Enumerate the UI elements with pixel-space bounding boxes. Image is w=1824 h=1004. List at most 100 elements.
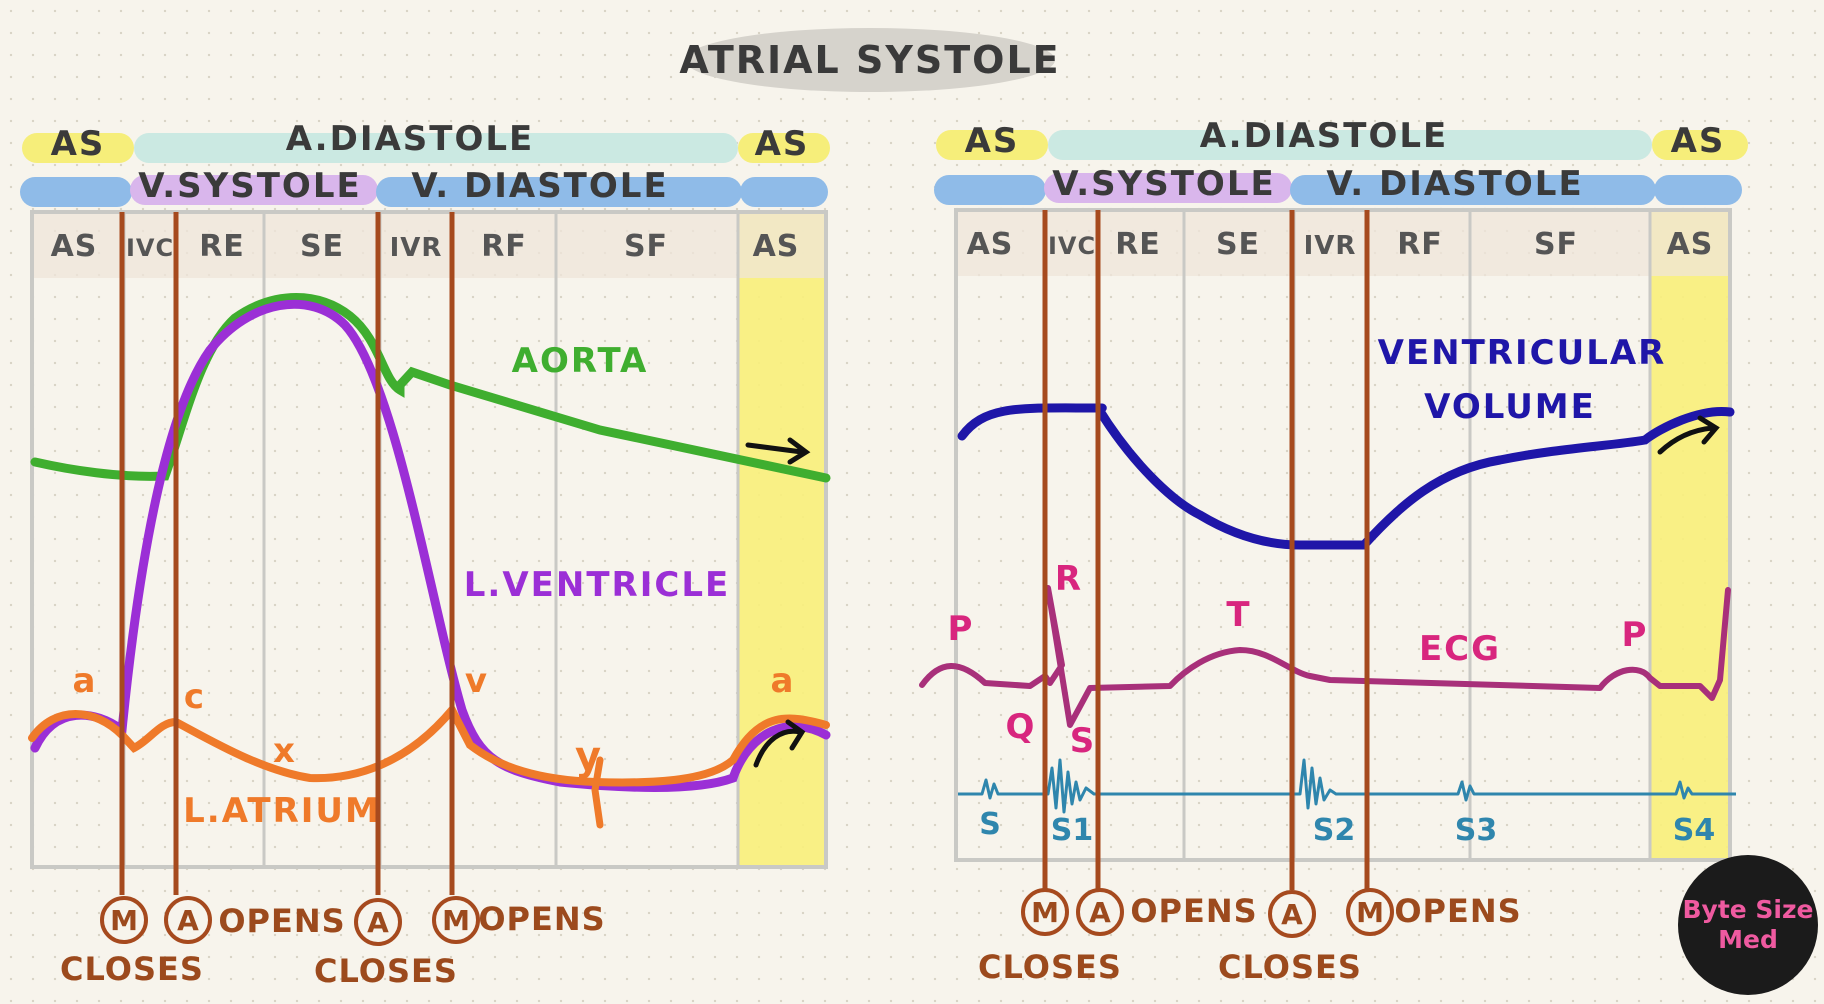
right-col-ivr: IVR [1304, 231, 1357, 261]
left-col-sf: SF [624, 229, 668, 264]
atrial-row-middle-label: A.DIASTOLE [286, 119, 535, 159]
phase-header-row [32, 212, 826, 278]
right-col-ivc: IVC [1048, 232, 1096, 260]
left-mitral-opens-text: OPENS [478, 900, 605, 938]
aorta-label: AORTA [512, 341, 649, 381]
ecg-r-wave-label: R [1055, 559, 1081, 599]
left-aortic-opens-text: OPENS [218, 902, 345, 940]
logo-line1: Byte Size [1682, 895, 1814, 924]
v-band-right [740, 177, 828, 207]
right-aortic-opens-text: OPENS [1130, 892, 1257, 930]
left-grid-dividers [122, 212, 740, 867]
right-valve-circles [1021, 888, 1394, 938]
right-mitral-close-letter: M [1031, 896, 1059, 929]
r-atrial-systole-band-left [936, 130, 1048, 160]
left-col-ivc: IVC [126, 234, 174, 262]
right-col-re: RE [1115, 227, 1161, 262]
r-v-systole-band [1044, 173, 1292, 203]
ventricular-volume-curve [957, 403, 1735, 550]
r-v-diastole-band [1290, 175, 1656, 205]
aorta-pressure-curve [30, 293, 831, 483]
left-aortic-closes-text: CLOSES [314, 952, 458, 990]
logo-line2: Med [1718, 925, 1778, 954]
right-aortic-open-letter: A [1089, 896, 1111, 929]
atrium-wave-y: y [575, 734, 601, 780]
sound-s3-label: S3 [1455, 813, 1497, 848]
left-panel: AS A.DIASTOLE AS V.SYSTOLE V. DIASTOLE A… [20, 119, 831, 990]
v-systole-band [130, 175, 378, 205]
ecg-p-wave-label: P [948, 609, 973, 649]
right-col-as: AS [967, 227, 1014, 262]
v-systole-label: V.SYSTOLE [138, 166, 361, 206]
sound-s-label: S [979, 807, 1001, 842]
left-valve-lines [119, 212, 455, 895]
r-atrial-row-right-label: AS [1671, 121, 1726, 161]
atrial-systole-highlight [738, 212, 828, 867]
right-col-rf: RF [1397, 227, 1443, 262]
ecg-p-wave-end-label: P [1622, 615, 1647, 655]
title-highlight [685, 28, 1055, 92]
ventricle-label: L.VENTRICLE [464, 565, 730, 605]
left-grid-frame [30, 210, 828, 869]
right-col-sf: SF [1534, 227, 1578, 262]
v-diastole-label: V. DIASTOLE [411, 166, 668, 206]
right-mitral-closes-text: CLOSES [978, 948, 1122, 986]
left-col-as-end: AS [753, 229, 800, 264]
atrial-systole-band-right [738, 133, 830, 163]
left-col-se: SE [300, 229, 344, 264]
left-col-as: AS [51, 229, 98, 264]
ventricle-pressure-curve [30, 299, 831, 793]
r-phase-header-row [956, 210, 1730, 276]
left-col-ivr: IVR [390, 233, 443, 263]
r-atrial-row-middle-label: A.DIASTOLE [1200, 116, 1449, 156]
title-group: ATRIAL SYSTOLE [679, 28, 1060, 92]
left-aortic-close-letter: A [367, 906, 389, 939]
left-mitral-closes-text: CLOSES [60, 950, 204, 988]
aorta-arrow-icon [745, 437, 811, 465]
sound-s4-label: S4 [1673, 813, 1715, 848]
atrium-wave-a-start: a [73, 661, 96, 701]
atrium-wave-a-end: a [771, 661, 794, 701]
right-panel: AS A.DIASTOLE AS V.SYSTOLE V. DIASTOLE A… [919, 116, 1748, 986]
left-aortic-open-letter: A [177, 904, 199, 937]
v-band-left [20, 177, 132, 207]
heart-sounds-trace [958, 758, 1736, 814]
atrium-wave-v: v [465, 661, 487, 701]
left-col-re: RE [199, 229, 245, 264]
r-v-systole-label: V.SYSTOLE [1052, 164, 1275, 204]
atrium-wave-x: x [273, 731, 295, 771]
ecg-trace [919, 585, 1731, 728]
left-mitral-close-letter: M [110, 904, 138, 937]
left-mitral-open-letter: M [442, 904, 470, 937]
right-col-se: SE [1216, 227, 1260, 262]
right-mitral-opens-text: OPENS [1394, 892, 1521, 930]
r-v-band-right [1654, 175, 1742, 205]
atrium-pressure-curve [28, 702, 830, 787]
right-mitral-open-letter: M [1356, 896, 1384, 929]
r-v-diastole-label: V. DIASTOLE [1326, 164, 1583, 204]
atrial-systole-band-left [22, 133, 134, 163]
r-atrial-systole-highlight [1650, 210, 1728, 860]
right-grid-dividers [1043, 210, 1652, 860]
sound-s1-label: S1 [1051, 813, 1093, 848]
ecg-s-wave-label: S [1070, 721, 1095, 761]
right-valve-lines [1042, 210, 1370, 890]
r-v-band-left [934, 175, 1046, 205]
ecg-q-wave-label: Q [1006, 707, 1035, 747]
right-grid-frame [954, 208, 1732, 862]
right-col-as-end: AS [1667, 227, 1714, 262]
volume-label-line2: VOLUME [1424, 387, 1596, 427]
v-diastole-band [376, 177, 742, 207]
atrial-diastole-band [134, 133, 738, 163]
atrium-wave-c: c [184, 677, 204, 717]
ecg-label: ECG [1419, 629, 1501, 669]
volume-arrow-icon [1657, 415, 1720, 455]
byte-size-med-logo: Byte Size Med [1678, 855, 1818, 995]
r-atrial-diastole-band [1048, 130, 1652, 160]
left-valve-circles [100, 896, 480, 946]
right-aortic-close-letter: A [1281, 898, 1303, 931]
atrium-y-descent-mark [591, 756, 604, 829]
page-title: ATRIAL SYSTOLE [679, 38, 1060, 82]
volume-label-line1: VENTRICULAR [1378, 333, 1667, 373]
